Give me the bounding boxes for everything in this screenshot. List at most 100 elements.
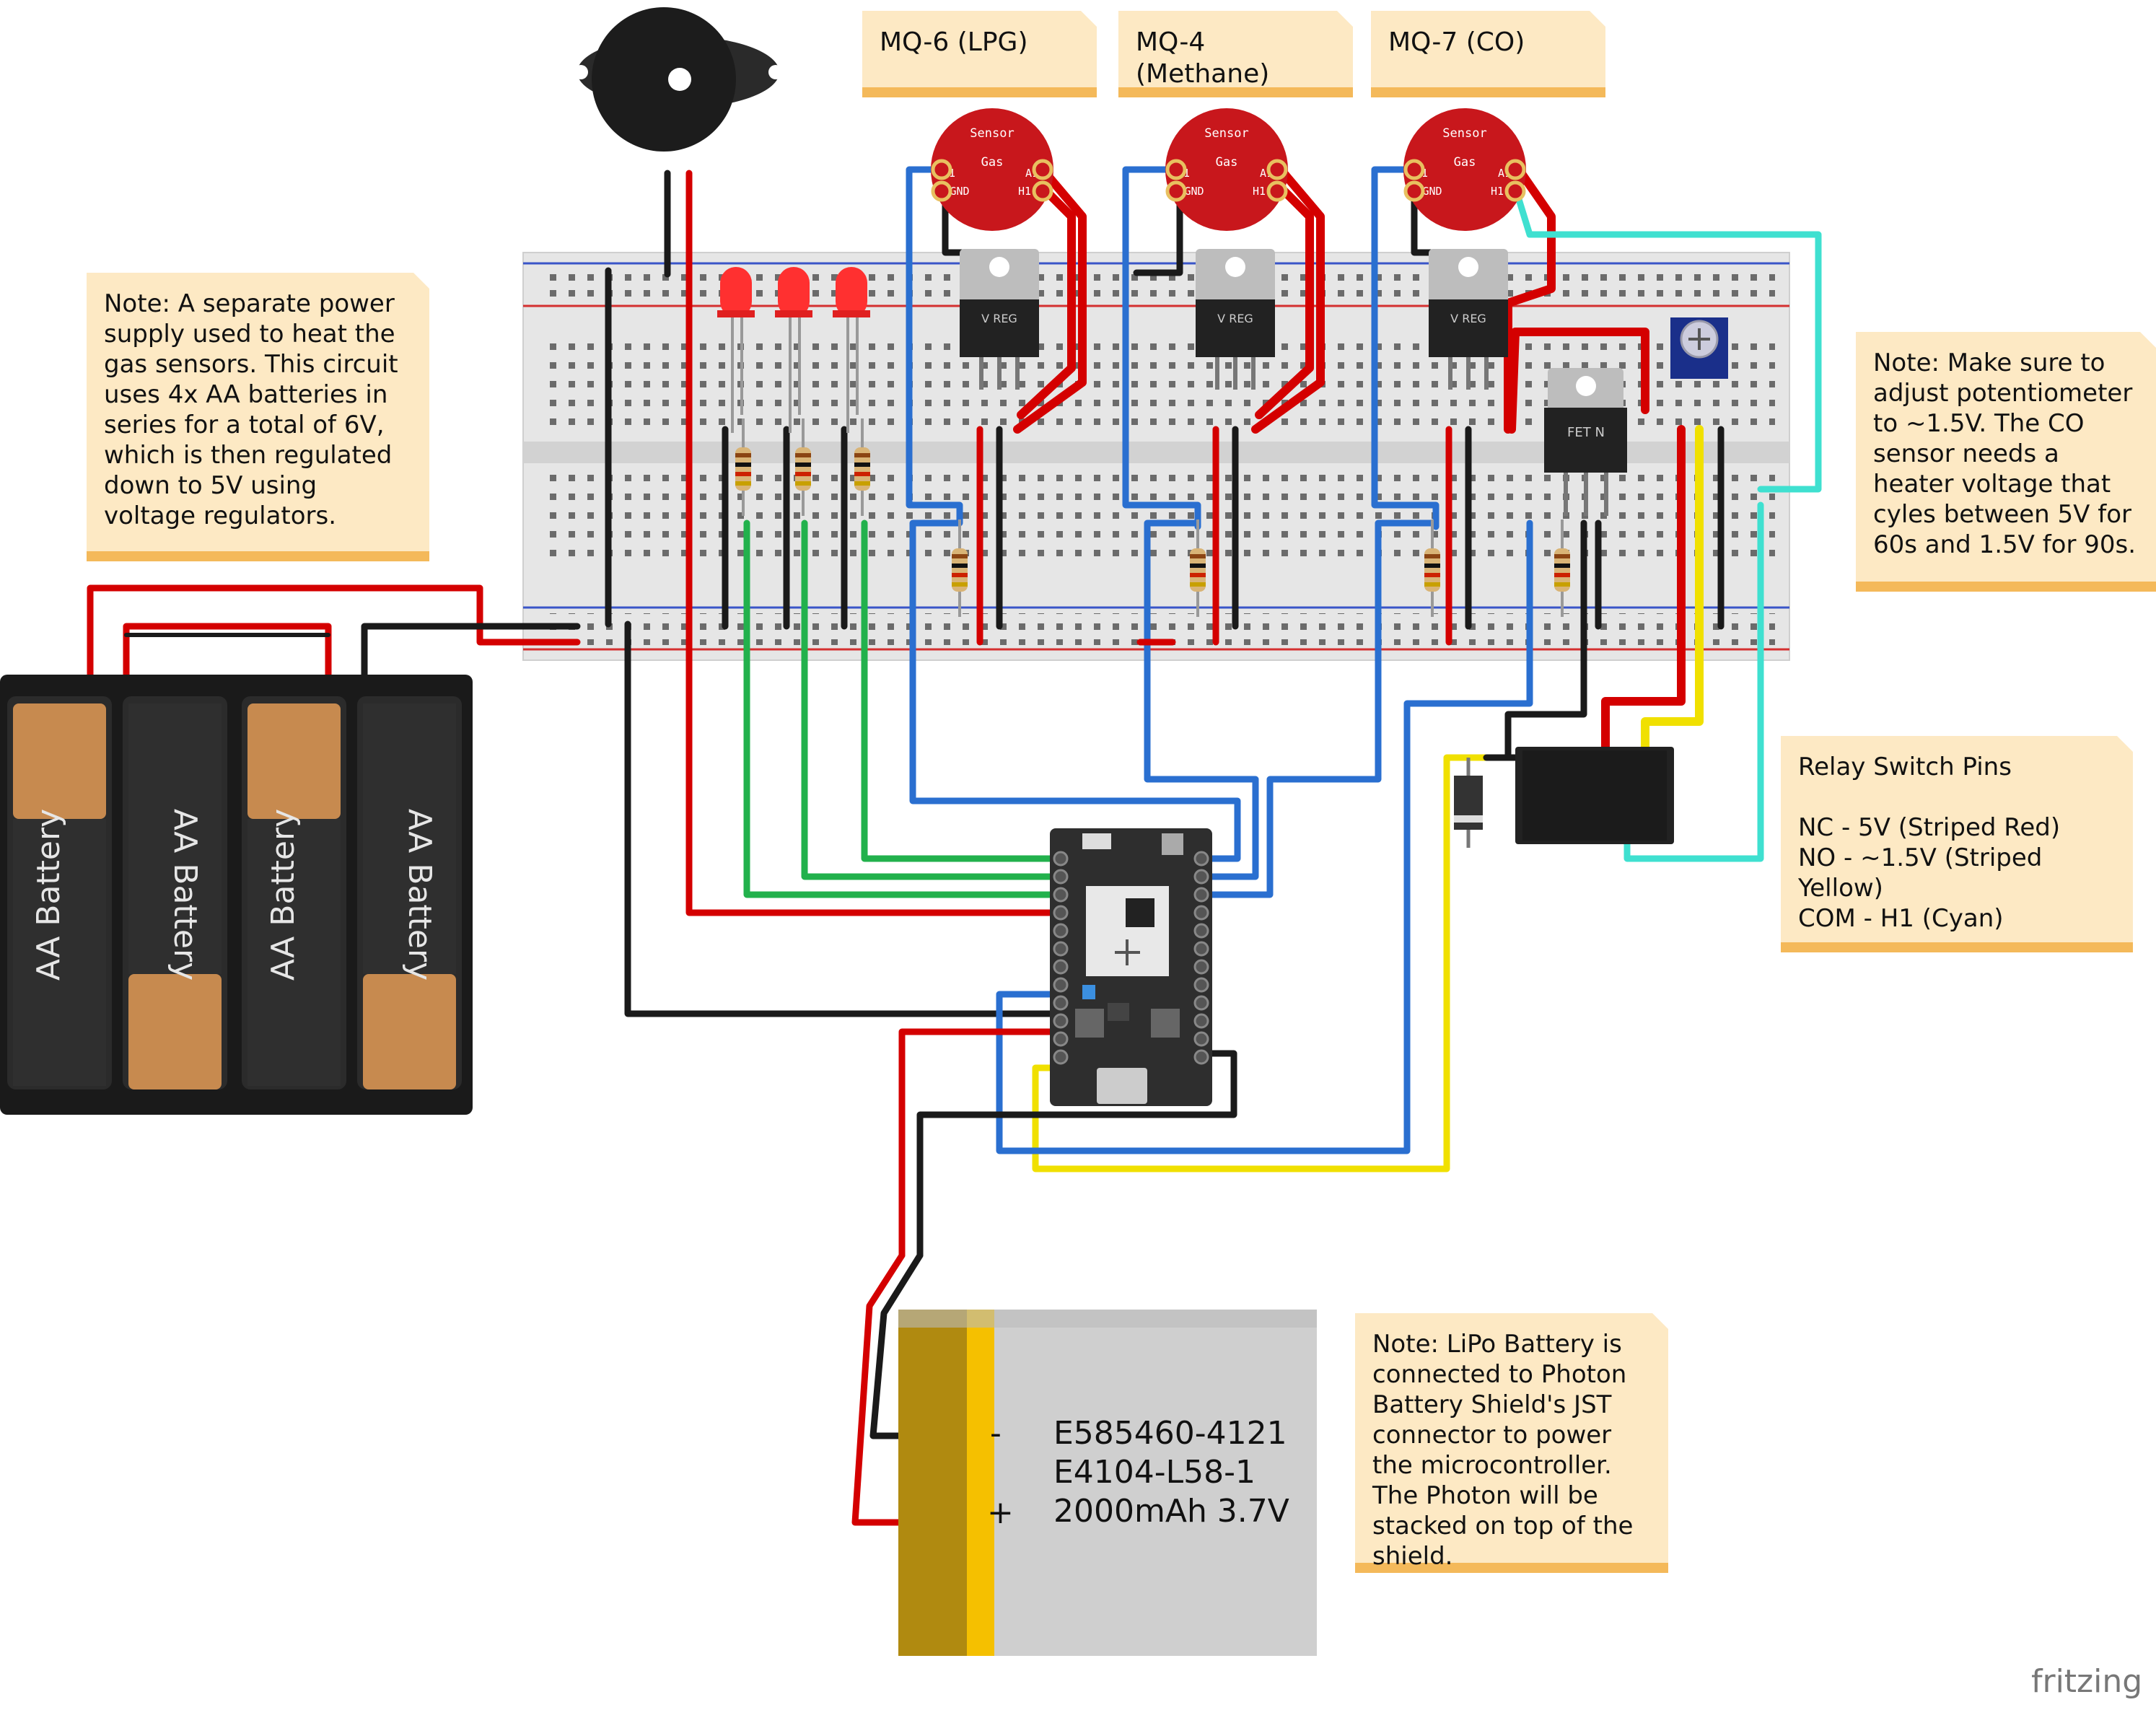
photon-pin <box>1053 1031 1069 1047</box>
resistor <box>1554 519 1570 617</box>
voltage-regulator: V REG <box>960 249 1039 390</box>
aa-battery-pack: AA Battery AA Battery AA Battery AA Battery <box>0 675 473 1115</box>
photon-pin <box>1053 905 1069 921</box>
mq4-red-a1 <box>1251 165 1325 434</box>
lipo-model-line1: E585460-4121 <box>1053 1415 1287 1452</box>
sensor-pin-label: H1 <box>1491 185 1504 198</box>
photon-pin <box>1193 959 1209 975</box>
sensor-pin-label: H1 <box>1018 185 1031 198</box>
sensor-gas-text: Gas <box>1454 155 1476 170</box>
resistor <box>795 418 811 516</box>
lipo-battery <box>898 1310 1317 1656</box>
aa-battery-label: AA Battery <box>401 809 438 981</box>
photon-pin <box>1053 851 1069 867</box>
lipo-plus-sign: + <box>987 1494 1014 1531</box>
relay-pins-note: Relay Switch Pins NC - 5V (Striped Red) … <box>1781 736 2133 952</box>
red-led <box>775 267 812 433</box>
aa-battery-cell: AA Battery <box>123 696 227 1089</box>
potentiometer-note: Note: Make sure to adjust potentiometer … <box>1856 332 2156 592</box>
yellow-signal-wire <box>1032 754 1490 1172</box>
power-supply-note: Note: A separate power supply used to he… <box>87 273 429 561</box>
photon-pin <box>1193 923 1209 939</box>
fet-label: FET N <box>1567 425 1605 440</box>
gas-sensor-board: SensorGasB1A1GNDH1 <box>1403 108 1526 231</box>
gas-sensor-group: SensorGasB1A1GNDH1SensorGasB1A1GNDH1Sens… <box>931 108 1526 231</box>
fet-blue-wire <box>996 519 1533 1154</box>
photon-pin <box>1053 887 1069 903</box>
vreg-label: V REG <box>1450 312 1486 325</box>
aa-battery-label: AA Battery <box>167 809 203 981</box>
nc-red-wire <box>1601 425 1686 755</box>
photon-pin <box>1193 1013 1209 1029</box>
led-green-wire-3 <box>861 519 1061 862</box>
photon-microcontroller <box>1050 828 1212 1106</box>
mq4-blue-wire <box>1122 166 1201 530</box>
lipo-black-lead <box>869 1252 924 1439</box>
vreg-label: V REG <box>1217 312 1253 325</box>
aa-battery-cell: AA Battery <box>357 696 462 1089</box>
sensor-pin-label: GND <box>950 185 969 198</box>
resistor <box>1190 519 1206 617</box>
sensor-pin-label: H1 <box>1253 185 1266 198</box>
lipo-minus-sign: - <box>990 1415 1002 1452</box>
photon-pin <box>1193 1031 1209 1047</box>
voltage-regulator-group: V REG V REG V REG <box>960 249 1508 390</box>
photon-pin <box>1193 905 1209 921</box>
sensor-pin-label: GND <box>1422 185 1442 198</box>
sensor-gas-text: Gas <box>1216 155 1238 170</box>
potentiometer <box>1670 317 1728 379</box>
fritzing-watermark: fritzing <box>2031 1663 2143 1700</box>
lipo-capacity: 2000mAh 3.7V <box>1053 1493 1289 1530</box>
led-green-wire-1 <box>743 519 1061 898</box>
sensor-title: Sensor <box>1442 126 1486 141</box>
mq4-blue-signal <box>1144 519 1259 880</box>
aa-battery-label: AA Battery <box>265 809 302 981</box>
voltage-regulator: V REG <box>1196 249 1275 390</box>
photon-pin <box>1193 995 1209 1011</box>
n-fet-transistor: FET N <box>1544 368 1627 516</box>
mq6-red-a1 <box>1013 165 1087 434</box>
lipo-note: Note: LiPo Battery is connected to Photo… <box>1355 1313 1668 1573</box>
red-led <box>833 267 870 433</box>
piezo-buzzer <box>574 7 783 152</box>
photon-pin <box>1193 941 1209 957</box>
photon-pin <box>1193 851 1209 867</box>
aa-battery-label: AA Battery <box>30 809 67 981</box>
mq4-label: MQ-4 (Methane) <box>1118 11 1353 97</box>
sensor-gas-text: Gas <box>981 155 1004 170</box>
battery-red-wire <box>87 584 581 682</box>
photon-red-vin <box>898 1028 1061 1259</box>
relay <box>1515 747 1674 844</box>
resistor <box>735 418 751 516</box>
sensor-title: Sensor <box>1204 126 1248 141</box>
photon-pin <box>1053 869 1069 885</box>
mq7-label: MQ-7 (CO) <box>1371 11 1605 97</box>
photon-pin <box>1193 887 1209 903</box>
photon-pin <box>1053 995 1069 1011</box>
mq4-red-h1 <box>1255 180 1314 419</box>
mq6-label: MQ-6 (LPG) <box>862 11 1097 97</box>
photon-pin <box>1193 1049 1209 1065</box>
lipo-model-line2: E4104-L58-1 <box>1053 1454 1256 1491</box>
photon-black-gnd <box>916 1050 1237 1259</box>
gas-sensor-board: SensorGasB1A1GNDH1 <box>931 108 1053 231</box>
ground-to-photon-wire <box>624 621 1061 1017</box>
photon-pin <box>1053 941 1069 957</box>
resistor-group <box>735 418 1570 617</box>
battery-black-wire <box>361 623 581 682</box>
red-led <box>717 267 755 433</box>
led-green-wire-2 <box>801 519 1061 880</box>
buzzer-red-wire <box>685 170 1061 916</box>
pot-red-wire <box>1507 328 1649 434</box>
aa-battery-cell: AA Battery <box>7 696 112 1089</box>
sensor-pin-label: GND <box>1184 185 1204 198</box>
photon-pin <box>1053 959 1069 975</box>
vreg-label: V REG <box>981 312 1017 325</box>
sensor-title: Sensor <box>970 126 1014 141</box>
photon-pin <box>1053 923 1069 939</box>
resistor <box>1424 519 1440 617</box>
no-yellow-wire <box>1641 425 1704 755</box>
photon-pin <box>1193 869 1209 885</box>
mq7-blue-signal <box>1201 519 1439 898</box>
led-group <box>717 267 870 433</box>
